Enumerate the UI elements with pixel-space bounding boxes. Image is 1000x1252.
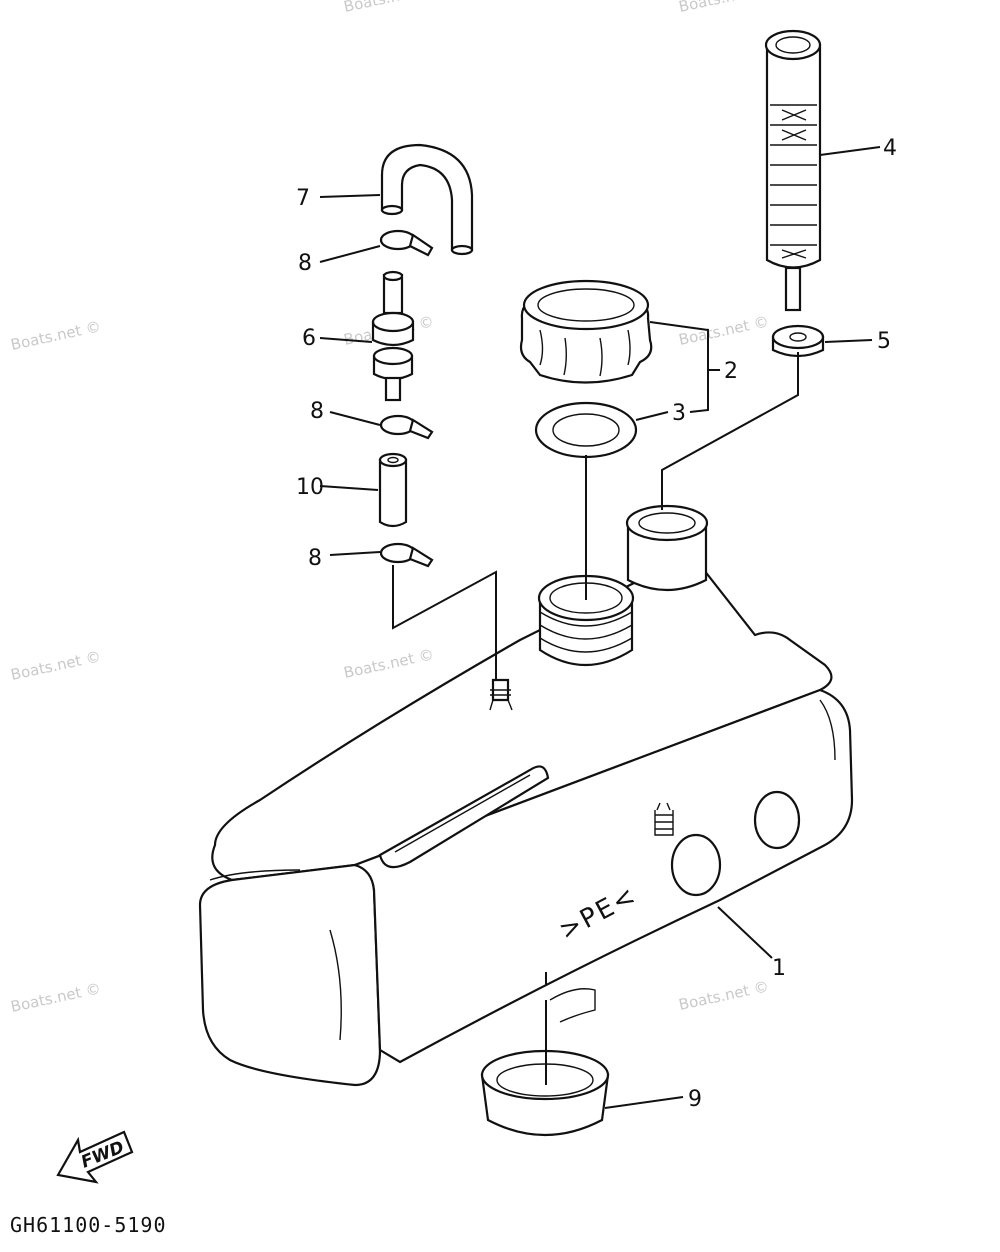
vent-hose-elbow <box>380 143 474 256</box>
watermark: Boats.net © <box>677 0 770 16</box>
fuel-strainer <box>764 29 822 312</box>
callout-2: 2 <box>724 359 738 384</box>
hose-clip-top <box>379 229 434 257</box>
watermark: Boats.net © <box>677 312 770 349</box>
callout-6: 6 <box>302 326 316 351</box>
hose-clip-middle <box>379 414 434 440</box>
callout-4: 4 <box>883 136 897 161</box>
watermark: Boats.net © <box>9 317 102 354</box>
callout-labels: 4 5 2 3 7 8 6 8 10 8 1 9 <box>296 136 897 1112</box>
hose-clip-bottom <box>379 542 434 568</box>
watermark: Boats.net © <box>9 979 102 1016</box>
watermark: Boats.net © <box>9 647 102 684</box>
watermark: Boats.net © <box>342 0 435 16</box>
callout-8-bottom: 8 <box>308 546 322 571</box>
callout-8-top: 8 <box>298 251 312 276</box>
vent-valve <box>371 270 415 402</box>
vent-hose-short <box>378 452 408 528</box>
callout-3: 3 <box>672 401 686 426</box>
fwd-arrow-icon: FWD <box>56 1130 134 1184</box>
fuel-tank: >PE< <box>198 504 854 1087</box>
watermark: Boats.net © <box>342 645 435 682</box>
grommet <box>771 324 825 358</box>
callout-8-middle: 8 <box>310 399 324 424</box>
callout-1: 1 <box>772 956 786 981</box>
drawing-code: GH61100-5190 <box>10 1213 167 1237</box>
callout-7: 7 <box>296 186 310 211</box>
leader-lines <box>319 146 881 1109</box>
callout-10: 10 <box>296 475 324 500</box>
fuel-cap <box>519 279 653 384</box>
callout-9: 9 <box>688 1087 702 1112</box>
callout-5: 5 <box>877 329 891 354</box>
cap-gasket <box>534 401 638 459</box>
watermark: Boats.net © <box>677 977 770 1014</box>
